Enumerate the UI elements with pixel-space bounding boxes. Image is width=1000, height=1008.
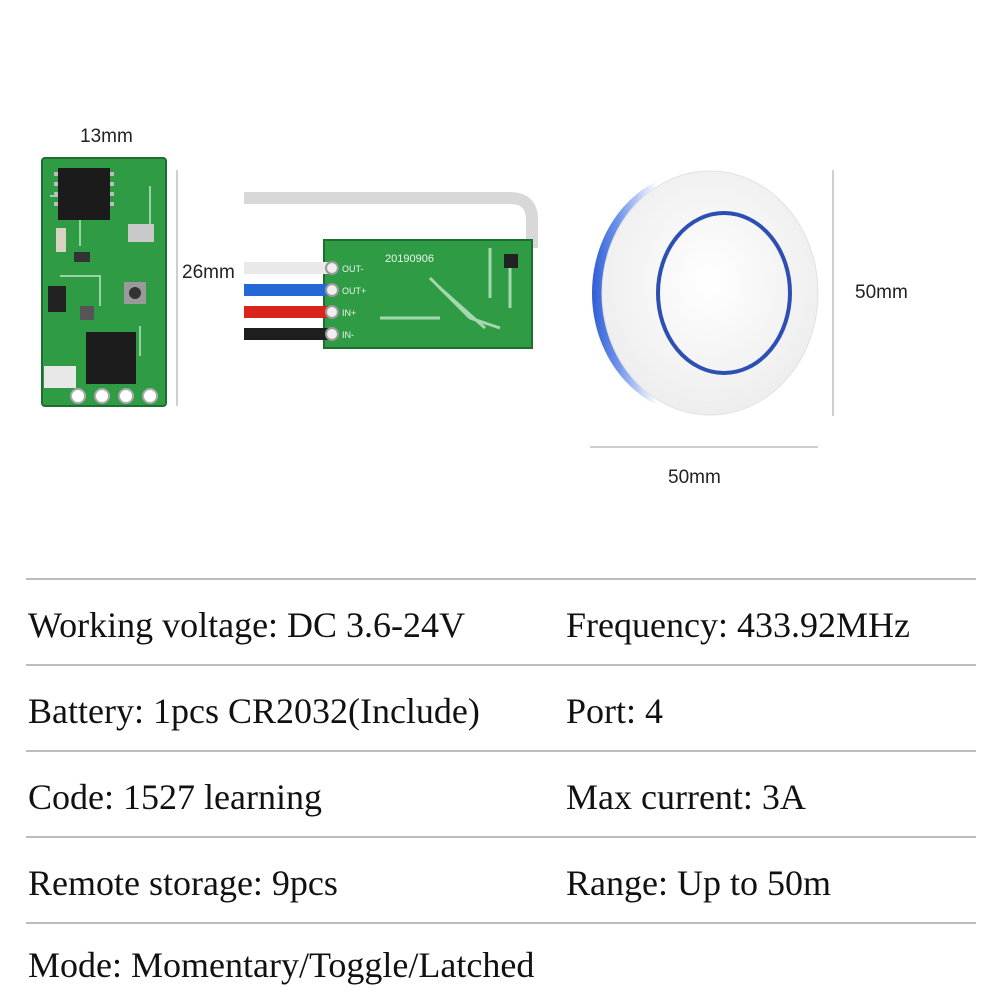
pin-label: IN- [342, 330, 354, 340]
spec-row: Code: 1527 learning Max current: 3A [26, 750, 976, 836]
receiver-module-front [41, 157, 167, 407]
spec-working-voltage: Working voltage: DC 3.6-24V [28, 605, 466, 645]
receiver-width-label: 13mm [80, 126, 133, 147]
spec-row: Mode: Momentary/Toggle/Latched [26, 922, 976, 1008]
blue-wire [244, 284, 330, 296]
spec-row: Remote storage: 9pcs Range: Up to 50m [26, 836, 976, 922]
black-wire [244, 328, 330, 340]
receiver-length-guide [176, 170, 178, 406]
spec-max-current: Max current: 3A [566, 777, 806, 817]
antenna-wire [244, 192, 538, 248]
spec-mode: Mode: Momentary/Toggle/Latched [28, 945, 535, 985]
remote-width-guide [590, 446, 818, 448]
spec-frequency: Frequency: 433.92MHz [566, 605, 910, 645]
pcb-date-label: 20190906 [385, 253, 434, 265]
spec-row: Battery: 1pcs CR2032(Include) Port: 4 [26, 664, 976, 750]
spec-remote-storage: Remote storage: 9pcs [28, 863, 338, 903]
remote-ring-icon [656, 211, 792, 375]
pin-label: OUT- [342, 264, 364, 274]
white-wire [244, 262, 330, 274]
pin-label: IN+ [342, 308, 356, 318]
remote-width-label: 50mm [668, 467, 721, 488]
spec-code: Code: 1527 learning [28, 777, 322, 817]
receiver-module-side: 20190906 OUT- OUT+ IN+ IN- [244, 192, 538, 349]
red-wire [244, 306, 330, 318]
regulator-icon [86, 332, 136, 384]
spec-port: Port: 4 [566, 691, 664, 731]
spec-table: Working voltage: DC 3.6-24V Frequency: 4… [26, 578, 976, 1008]
remote-button [592, 170, 819, 416]
chip-icon [58, 168, 110, 220]
spec-row: Working voltage: DC 3.6-24V Frequency: 4… [26, 578, 976, 664]
pin-label: OUT+ [342, 286, 366, 296]
remote-height-guide [832, 170, 834, 416]
spec-range: Range: Up to 50m [566, 863, 831, 903]
spec-battery: Battery: 1pcs CR2032(Include) [28, 691, 480, 731]
receiver-length-label: 26mm [182, 262, 235, 283]
remote-height-label: 50mm [855, 282, 908, 303]
